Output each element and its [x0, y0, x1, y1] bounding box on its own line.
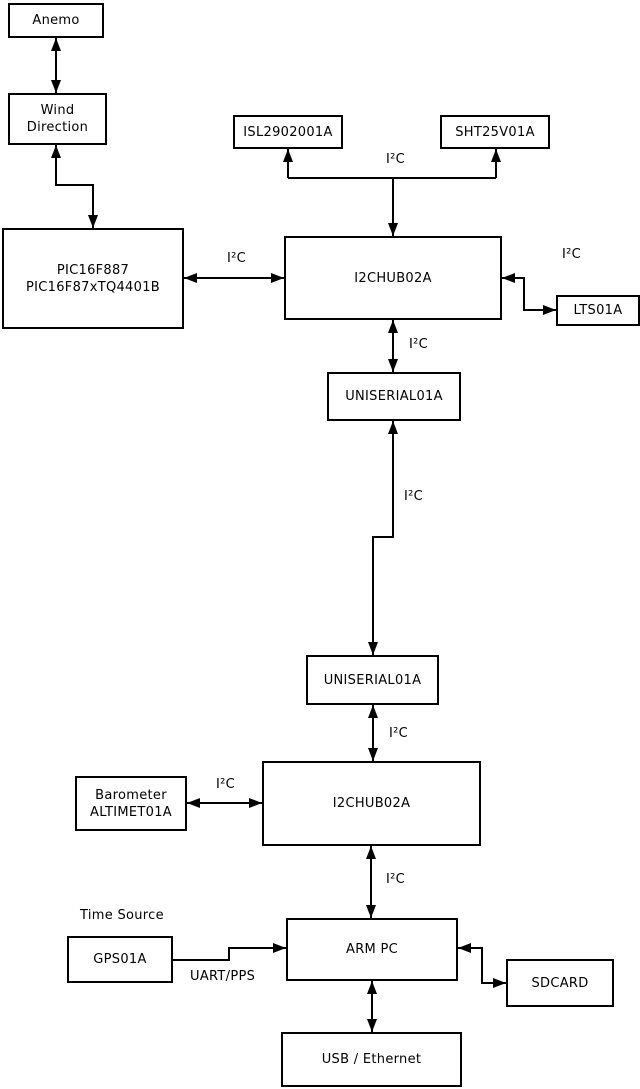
node-barometer-altimet01a: Barometer ALTIMET01A: [75, 776, 187, 831]
node-i2chub02a-bottom-label: I2CHUB02A: [332, 796, 411, 811]
node-uniserial01a-top: UNISERIAL01A: [327, 372, 461, 421]
node-uniserial01a-bottom-label: UNISERIAL01A: [323, 672, 422, 688]
node-anemo: Anemo: [8, 3, 104, 38]
connector-uniserial1-uniserial2: [368, 421, 398, 655]
edge-label-i2c-hub1-uniserial1: I²C: [409, 337, 429, 352]
node-usb-ethernet: USB / Ethernet: [281, 1032, 462, 1087]
node-i2chub02a-top: I2CHUB02A: [284, 236, 502, 320]
edge-label-i2c-pic-hub1: I²C: [227, 251, 247, 266]
node-i2chub02a-bottom: I2CHUB02A: [262, 761, 481, 846]
node-pic16f887: PIC16F887 PIC16F87xTQ4401B: [2, 228, 184, 329]
node-wind-direction-line1: Wind: [40, 103, 75, 118]
node-pic16f887-line1: PIC16F887: [56, 262, 130, 278]
node-lts01a-label: LTS01A: [573, 303, 623, 318]
connector-armpc-sdcard: [458, 943, 506, 988]
node-usb-ethernet-label: USB / Ethernet: [321, 1052, 422, 1067]
edge-label-i2c-barometer-hub2: I²C: [216, 777, 236, 792]
node-arm-pc-label: ARM PC: [346, 942, 398, 957]
node-i2chub02a-top-label: I2CHUB02A: [354, 270, 432, 286]
node-sht25v01a: SHT25V01A: [440, 115, 550, 149]
edge-label-i2c-hub2-armpc: I²C: [386, 872, 406, 887]
node-gps01a: GPS01A: [67, 936, 173, 983]
node-barometer-line1: Barometer: [95, 787, 167, 803]
node-gps01a-label: GPS01A: [93, 952, 147, 967]
node-sdcard: SDCARD: [506, 959, 614, 1007]
node-uniserial01a-top-label: UNISERIAL01A: [345, 389, 443, 404]
edge-label-time-source: Time Source: [80, 908, 164, 923]
node-anemo-label: Anemo: [32, 13, 80, 28]
node-arm-pc: ARM PC: [286, 918, 458, 981]
node-isl2902001a-label: ISL2902001A: [243, 124, 333, 140]
node-wind-direction: Wind Direction: [8, 93, 107, 145]
node-isl2902001a: ISL2902001A: [233, 115, 343, 149]
node-barometer-line2: ALTIMET01A: [90, 804, 172, 820]
connector-gps-armpc: [173, 943, 286, 961]
edge-label-i2c-sensor-bus: I²C: [386, 152, 406, 167]
edge-label-uart-pps: UART/PPS: [190, 969, 256, 984]
node-sht25v01a-label: SHT25V01A: [455, 124, 535, 140]
node-uniserial01a-bottom: UNISERIAL01A: [306, 655, 439, 705]
node-sdcard-label: SDCARD: [531, 975, 589, 991]
connector-wind-pic: [51, 145, 98, 228]
edge-label-i2c-hub1-lts: I²C: [562, 247, 582, 262]
connector-hub1-lts: [502, 273, 556, 315]
node-wind-direction-line2: Direction: [26, 120, 89, 135]
node-lts01a: LTS01A: [556, 295, 640, 326]
edge-label-i2c-long-link: I²C: [404, 489, 424, 504]
edge-label-i2c-uniserial2-hub2: I²C: [389, 726, 409, 741]
node-pic16f887-line2: PIC16F87xTQ4401B: [26, 279, 160, 295]
